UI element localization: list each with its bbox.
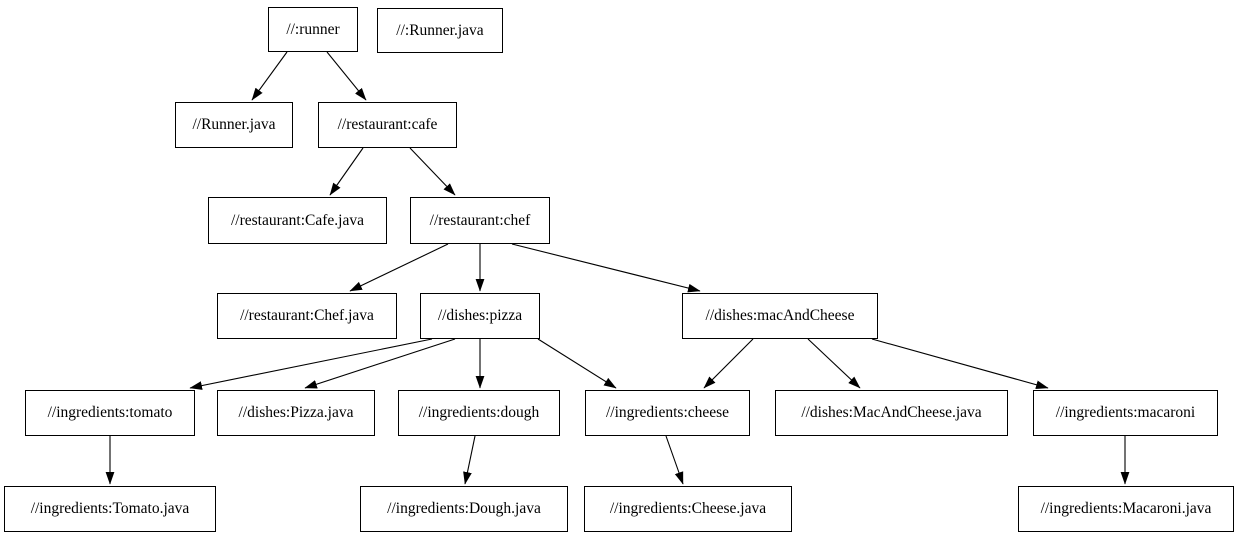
graph-edge-cheese-cheese_java [665,435,684,485]
graph-node-label: //dishes:macAndCheese [705,307,855,325]
graph-node-dough: //ingredients:dough [398,390,560,436]
graph-node-label: //Runner.java [192,116,276,134]
graph-node-label: //ingredients:dough [418,404,540,422]
graph-node-label: //ingredients:Cheese.java [609,500,767,518]
graph-node-label: //restaurant:Chef.java [240,307,374,325]
graph-node-label: //ingredients:Dough.java [387,500,541,518]
graph-edge-cafe-chef [409,147,456,196]
graph-node-label: //:Runner.java [396,21,484,39]
graph-edge-runner-cafe [326,51,367,101]
graph-node-macaroni_java: //ingredients:Macaroni.java [1018,486,1234,532]
graph-node-macaroni: //ingredients:macaroni [1033,390,1218,436]
graph-node-dough_java: //ingredients:Dough.java [360,486,568,532]
graph-node-pizza: //dishes:pizza [420,293,540,339]
graph-node-label: //ingredients:Tomato.java [30,500,190,518]
graph-node-mac_and_cheese: //dishes:macAndCheese [682,293,878,339]
graph-edge-dough-dough_java [463,435,476,485]
graph-edge-pizza-cheese [537,338,617,389]
graph-node-runner_java_file: //:Runner.java [377,8,503,53]
graph-node-label: //dishes:pizza [437,307,523,325]
graph-edge-pizza-pizza_java [304,338,456,389]
graph-node-cafe_java: //restaurant:Cafe.java [208,197,387,244]
graph-edge-mac_and_cheese-macaroni [871,338,1049,390]
graph-node-label: //restaurant:chef [429,211,531,229]
graph-node-runner: //:runner [268,7,358,52]
graph-node-label: //restaurant:Cafe.java [231,211,364,229]
graph-node-label: //restaurant:cafe [337,116,438,134]
graph-node-label: //dishes:Pizza.java [238,404,354,422]
graph-node-cheese: //ingredients:cheese [585,390,750,436]
graph-node-label: //ingredients:macaroni [1055,404,1196,422]
graph-node-chef_java: //restaurant:Chef.java [217,293,397,339]
graph-edge-runner-runner_java [251,51,288,101]
graph-edge-cafe-cafe_java [329,147,364,196]
graph-edge-pizza-tomato [189,338,433,390]
graph-node-label: //ingredients:Macaroni.java [1040,500,1212,518]
graph-node-runner_java: //Runner.java [175,102,293,148]
graph-node-pizza_java: //dishes:Pizza.java [217,390,375,436]
graph-node-chef: //restaurant:chef [410,197,550,244]
graph-edge-mac_and_cheese-cheese [703,338,754,389]
graph-node-label: //ingredients:cheese [605,404,730,422]
graph-node-tomato: //ingredients:tomato [25,390,195,436]
graph-node-label: //ingredients:tomato [47,404,173,422]
graph-edge-mac_and_cheese-mac_and_cheese_java [807,338,861,389]
graph-edge-chef-mac_and_cheese [511,243,701,293]
graph-node-cheese_java: //ingredients:Cheese.java [584,486,792,532]
graph-node-tomato_java: //ingredients:Tomato.java [4,486,216,532]
graph-node-label: //dishes:MacAndCheese.java [801,404,982,422]
graph-node-label: //:runner [286,20,340,38]
graph-edge-chef-chef_java [349,243,449,292]
graph-node-mac_and_cheese_java: //dishes:MacAndCheese.java [775,390,1008,436]
graph-node-cafe: //restaurant:cafe [318,102,457,148]
